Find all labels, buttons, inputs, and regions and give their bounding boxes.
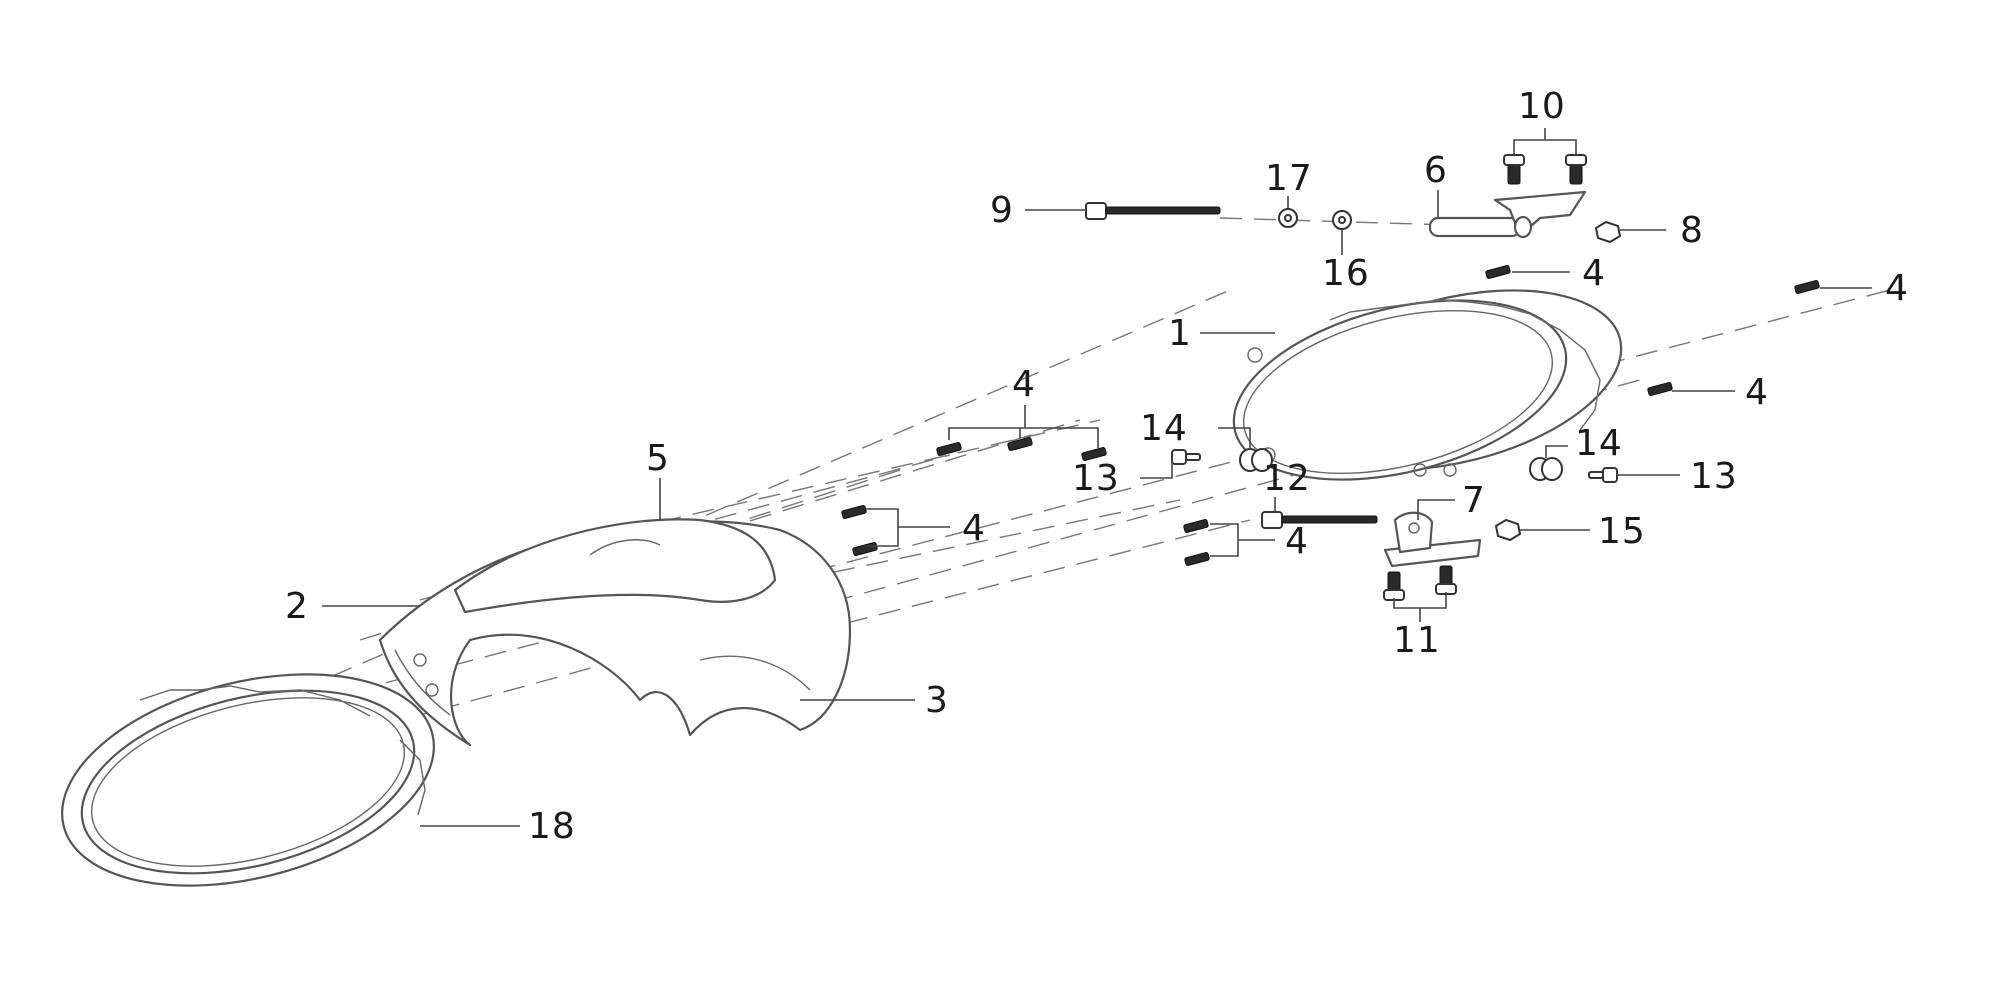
callout-16: 16 [1322, 253, 1370, 294]
callout-5: 5 [646, 438, 670, 479]
callout-7: 7 [1462, 480, 1486, 521]
callout-17: 17 [1265, 158, 1313, 199]
callout-11: 11 [1393, 620, 1441, 661]
part-pivot-bracket [1428, 190, 1587, 239]
callout-4-far-right: 4 [1885, 268, 1909, 309]
fasteners [841, 154, 1820, 601]
callout-3: 3 [925, 680, 949, 721]
callout-9: 9 [990, 190, 1014, 231]
part-trim-ring [61, 673, 435, 887]
callout-12: 12 [1263, 458, 1311, 499]
callout-13-right: 13 [1690, 456, 1738, 497]
part-lower-bracket [1383, 511, 1482, 568]
callout-15: 15 [1598, 511, 1646, 552]
callout-2: 2 [285, 586, 309, 627]
callout-4-top: 4 [1582, 253, 1606, 294]
leader-lines [322, 128, 1872, 827]
callout-18: 18 [528, 806, 576, 847]
callout-4-left-mid: 4 [962, 508, 986, 549]
callout-4-upper-left: 4 [1012, 364, 1036, 405]
callout-8: 8 [1680, 210, 1704, 251]
part-headlight-cowl [378, 518, 852, 747]
callout-labels: 1 2 3 4 4 4 4 4 4 5 6 7 8 9 10 11 12 13 … [285, 86, 1909, 847]
callout-4-lower-mid: 4 [1285, 521, 1309, 562]
part-headlight-unit [1232, 289, 1623, 481]
callout-14-left: 14 [1140, 408, 1188, 449]
callout-1: 1 [1168, 313, 1192, 354]
callout-6: 6 [1424, 150, 1448, 191]
callout-13-left: 13 [1072, 458, 1120, 499]
callout-4-right: 4 [1745, 372, 1769, 413]
callout-10: 10 [1518, 86, 1566, 127]
callout-14-right: 14 [1575, 423, 1623, 464]
